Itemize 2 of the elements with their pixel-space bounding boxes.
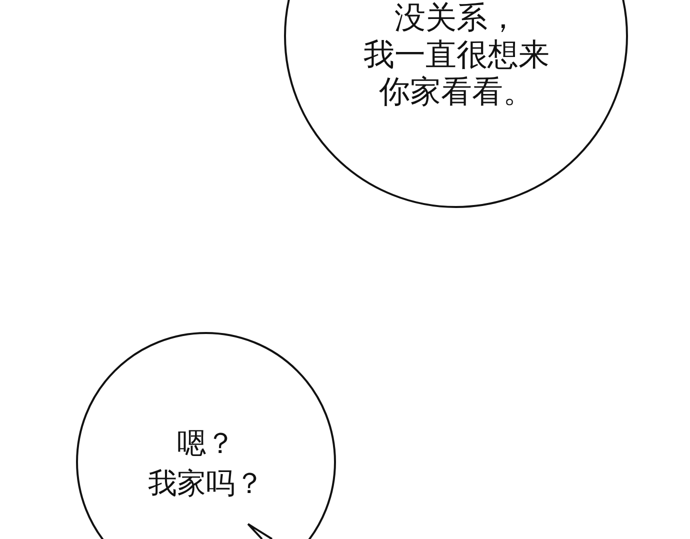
speech-text: 嗯？我家吗？ xyxy=(147,425,265,502)
speech-text: 没关系，我一直很想来你家看看。 xyxy=(362,0,550,111)
